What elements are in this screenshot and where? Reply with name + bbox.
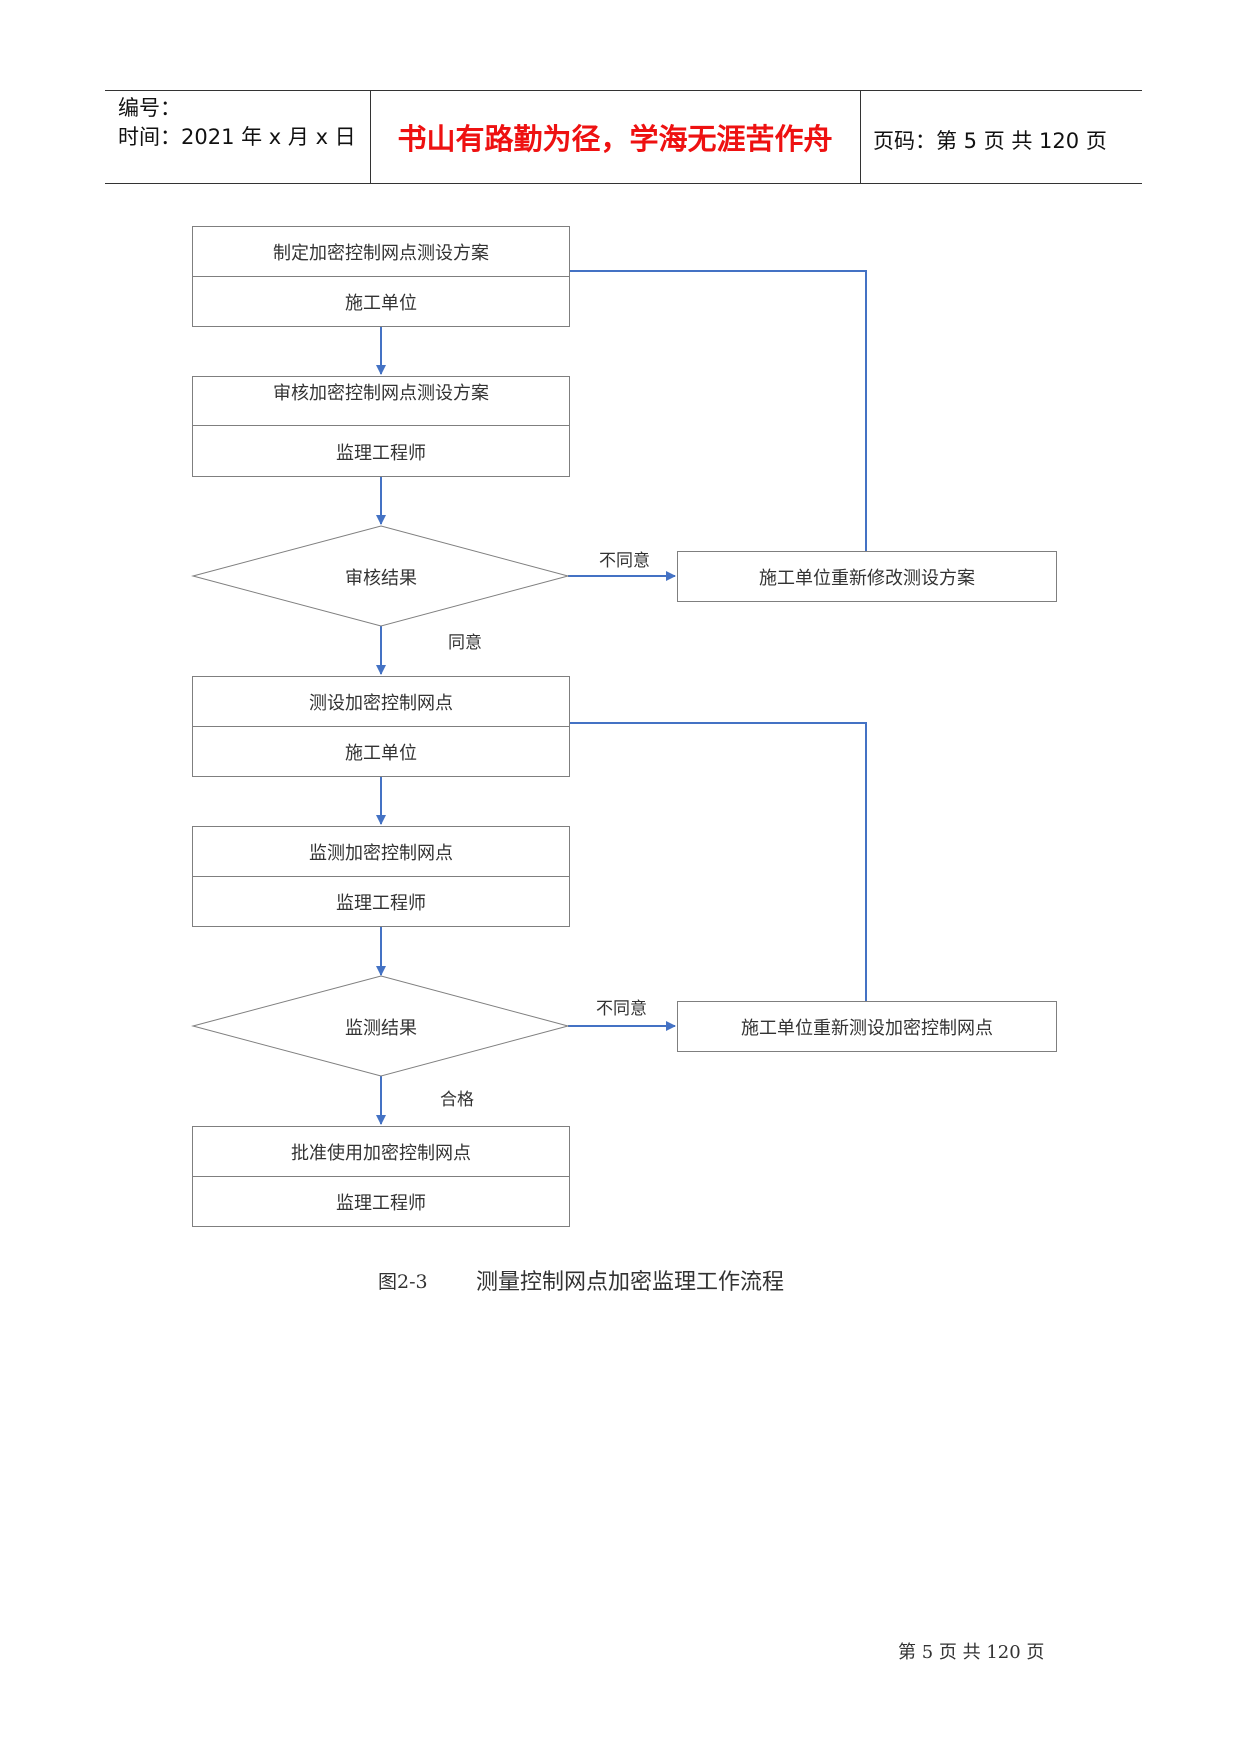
doc-number-label: 编号： <box>118 96 181 120</box>
decision1-text: 审核结果 <box>345 568 417 589</box>
decision2-diamond <box>191 975 570 1077</box>
decision1-yes-label: 同意 <box>448 633 482 653</box>
decision1-no-label: 不同意 <box>599 551 650 571</box>
step2-box: 审核加密控制网点测设方案 监理工程师 <box>192 376 570 477</box>
step1-action: 制定加密控制网点测设方案 <box>193 227 569 277</box>
step2-role: 监理工程师 <box>336 442 426 464</box>
step4-action: 监测加密控制网点 <box>193 827 569 877</box>
header-page-label: 页码：第 5 页 共 120 页 <box>873 129 1107 153</box>
header-bottom-rule <box>105 183 1142 184</box>
header-divider-left <box>370 90 371 184</box>
step5-box: 批准使用加密控制网点 监理工程师 <box>192 1126 570 1227</box>
step1-role: 施工单位 <box>345 292 417 314</box>
figure-number: 图2-3 <box>378 1271 428 1293</box>
revise1-box: 施工单位重新修改测设方案 <box>677 551 1057 602</box>
step1-box: 制定加密控制网点测设方案 施工单位 <box>192 226 570 327</box>
decision2-no-label: 不同意 <box>596 999 647 1019</box>
step4-box: 监测加密控制网点 监理工程师 <box>192 826 570 927</box>
step5-role: 监理工程师 <box>336 1192 426 1214</box>
step5-action: 批准使用加密控制网点 <box>193 1127 569 1177</box>
step4-role: 监理工程师 <box>336 892 426 914</box>
figure-title: 测量控制网点加密监理工作流程 <box>476 1270 785 1295</box>
doc-time-label: 时间：2021 年 x 月 x 日 <box>118 125 356 149</box>
decision2-yes-label: 合格 <box>440 1090 474 1110</box>
loop-revise1-to-step1 <box>570 270 867 551</box>
header-top-rule <box>105 90 1142 91</box>
step3-role: 施工单位 <box>345 742 417 764</box>
header-motto: 书山有路勤为径，学海无涯苦作舟 <box>397 122 833 156</box>
step2-action: 审核加密控制网点测设方案 <box>193 377 569 426</box>
page-footer: 第 5 页 共 120 页 <box>898 1642 1045 1663</box>
step3-action: 测设加密控制网点 <box>193 677 569 727</box>
revise2-box: 施工单位重新测设加密控制网点 <box>677 1001 1057 1052</box>
loop-revise2-to-step3 <box>570 722 867 1001</box>
step3-box: 测设加密控制网点 施工单位 <box>192 676 570 777</box>
decision2-text: 监测结果 <box>345 1018 417 1039</box>
header-divider-right <box>860 90 861 184</box>
decision1-diamond <box>191 525 570 627</box>
